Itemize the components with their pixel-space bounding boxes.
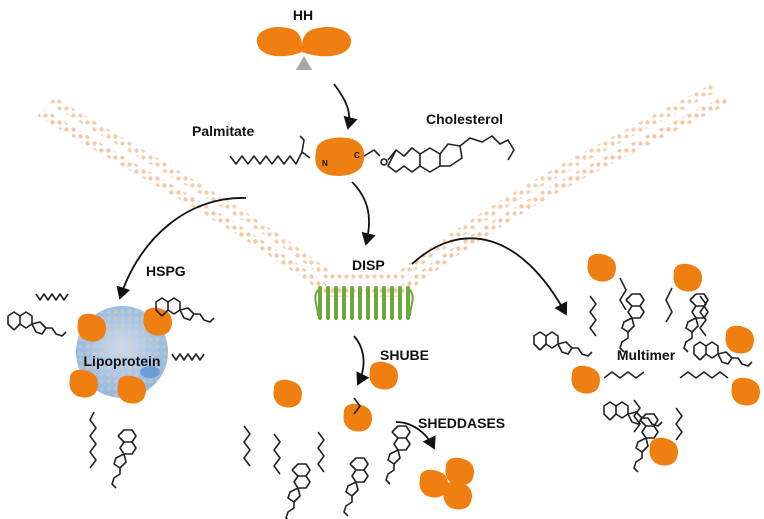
palmitate-label: Palmitate (192, 123, 254, 139)
multimer-label: Multimer (617, 347, 676, 363)
n-terminus-label: N (322, 159, 328, 168)
hspg-arrow (116, 197, 247, 300)
multimer-arrow (411, 237, 568, 316)
dual-lipidated-hh: Palmitate Cholesterol N C (192, 111, 515, 176)
hspg-label: HSPG (146, 263, 186, 279)
shube-label: SHUBE (380, 347, 429, 363)
cleavage-icon (296, 56, 312, 70)
shube-arrow (353, 335, 370, 386)
sheddases-arrow (395, 421, 436, 450)
processing-arrow (333, 83, 358, 130)
shed-hh-cluster (243, 361, 411, 519)
cholesterol-label: Cholesterol (426, 111, 503, 127)
hh-precursor: HH (256, 7, 352, 70)
disp-label: DISP (352, 257, 385, 273)
lipoprotein-label: Lipoprotein (84, 353, 161, 369)
sheddases-label: SHEDDASES (418, 415, 505, 431)
disp-transporter: DISP (314, 257, 414, 320)
hh-multimer: Multimer (533, 253, 760, 473)
released-hh (419, 457, 474, 510)
to-disp-arrow (351, 181, 376, 246)
lipoprotein-complex: Lipoprotein (7, 293, 215, 489)
c-terminus-label: C (354, 151, 360, 160)
hh-label: HH (293, 7, 313, 23)
